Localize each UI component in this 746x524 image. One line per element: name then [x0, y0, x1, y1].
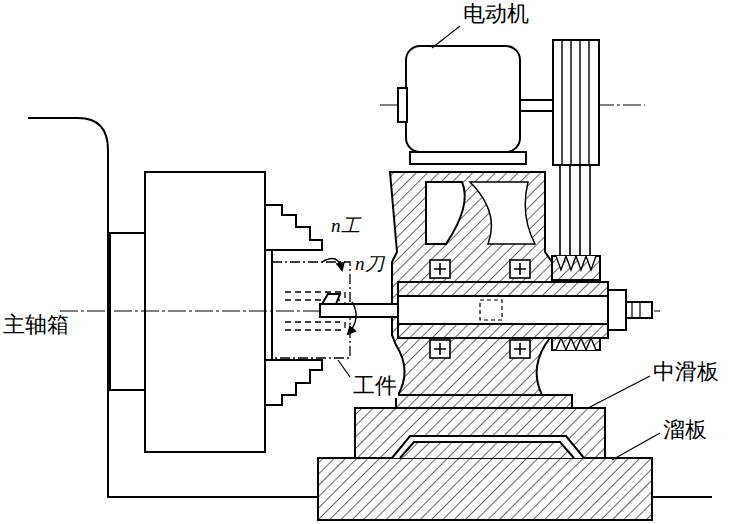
workpiece-label: 工件: [352, 374, 398, 398]
workpiece-part: [285, 321, 340, 322]
bearing-symbols-part: [510, 260, 530, 278]
belt-pulleys-part: [552, 256, 600, 280]
headstock-part: [145, 172, 265, 452]
headstock: [110, 172, 265, 452]
chuck-jaws: [265, 205, 322, 405]
bearing-symbols-part: [514, 263, 526, 275]
headstock-label: 主轴箱: [2, 313, 70, 337]
boring-bar-cutter-part: [320, 304, 398, 317]
chuck-jaws-part: [265, 205, 322, 250]
leader-lines-part: [338, 360, 350, 377]
bearing-symbols-part: [434, 263, 446, 275]
spindle-part: [608, 290, 626, 330]
bearing-symbols-part: [510, 340, 530, 358]
motor: [398, 46, 554, 164]
motor-part: [406, 46, 520, 152]
spindle-part: [639, 302, 640, 318]
lathe-bed: [28, 118, 712, 497]
leader-lines-part: [432, 26, 460, 48]
belt-pulleys-part: [552, 338, 600, 350]
spindle-part: [626, 302, 652, 318]
spindle-part: [398, 296, 613, 324]
lathe-bed-part: [652, 496, 712, 498]
workpiece-part: [285, 329, 345, 330]
motor-part: [398, 88, 407, 122]
leader-lines-part: [588, 376, 650, 408]
motor-part: [410, 152, 526, 164]
rotation-arrows-part: [322, 258, 342, 270]
bearing-symbols-part: [430, 340, 450, 358]
belt-pulleys-part: [553, 40, 599, 165]
attachment-housing-part: [470, 182, 535, 244]
bearing-symbols-part: [514, 343, 526, 355]
spindle: [398, 282, 652, 338]
spindle-part: [480, 300, 502, 320]
bearing-symbols-part: [434, 343, 446, 355]
slides-part: [396, 395, 572, 408]
belt-pulleys-part: [556, 338, 596, 350]
slides-part: [355, 408, 605, 458]
motor-part: [520, 100, 554, 111]
cross-slide-label: 中滑板: [652, 360, 720, 384]
attachment-housing-part: [426, 182, 465, 244]
workpiece-speed-symbol: n工: [330, 216, 361, 237]
rotation-arrows: [322, 258, 356, 334]
belt-pulleys-part: [560, 165, 590, 256]
motor-label: 电动机: [462, 2, 530, 26]
workpiece-part: [285, 291, 345, 292]
slides: [318, 395, 652, 520]
carriage-label: 溜板: [662, 418, 708, 442]
chuck-jaws-part: [265, 360, 322, 405]
rotation-arrows-part: [348, 302, 356, 334]
belt-pulleys-part: [556, 256, 596, 270]
chuck-jaws-part: [271, 250, 273, 360]
boring-bar-cutter: [320, 294, 398, 317]
leader-lines: [338, 26, 660, 460]
belt-pulleys: [552, 40, 600, 350]
boring-bar-cutter-part: [322, 294, 340, 304]
lathe-bed-part: [28, 118, 318, 497]
leader-lines-part: [612, 433, 660, 460]
spindle-part: [631, 302, 632, 318]
tool-speed-symbol: n刀: [354, 254, 385, 275]
bearing-symbols-part: [430, 260, 450, 278]
slides-part: [392, 436, 584, 458]
belt-pulleys-part: [562, 40, 589, 165]
slides-part: [400, 442, 574, 458]
slides-part: [318, 458, 652, 520]
